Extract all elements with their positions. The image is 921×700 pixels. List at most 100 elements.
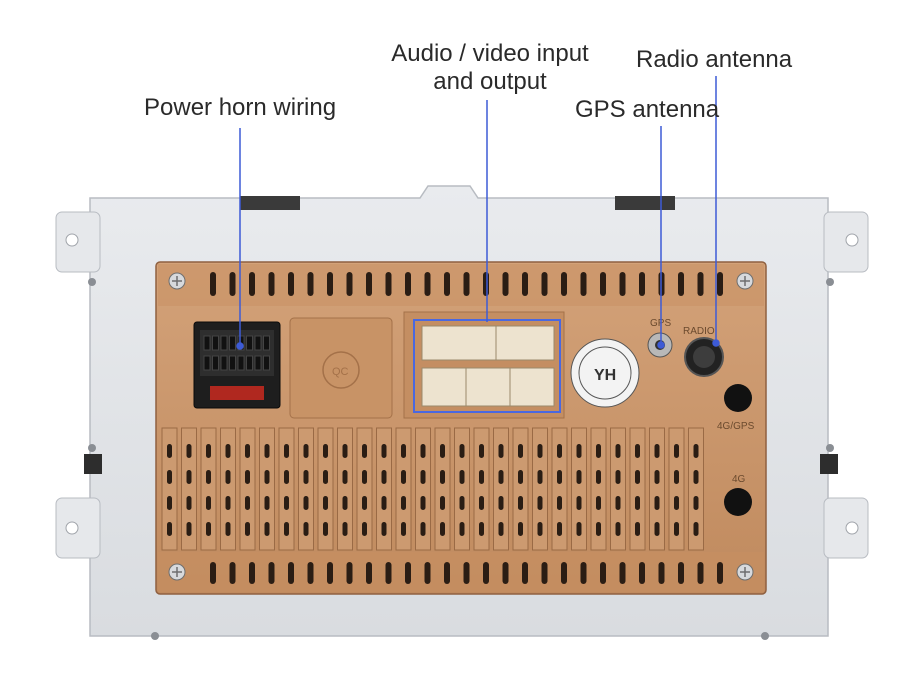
fin-slot — [537, 496, 543, 510]
fin-slot — [693, 496, 699, 510]
connector-pin — [263, 335, 270, 351]
vent-slot — [307, 562, 314, 584]
fin-slot — [537, 522, 543, 536]
vent-slot — [717, 272, 723, 296]
vent-slot — [580, 272, 587, 296]
heat-sink-fin — [415, 427, 431, 551]
fin-slot — [518, 522, 523, 536]
fin-slot — [284, 444, 289, 458]
fin-slot — [323, 522, 328, 536]
connector-pin — [237, 355, 245, 371]
fin-slot — [303, 444, 309, 458]
fin-slot — [186, 522, 192, 536]
fin-slot — [537, 470, 543, 484]
vent-slot — [541, 272, 548, 296]
heat-sink-fin — [454, 427, 470, 551]
vent-slot — [385, 562, 392, 584]
fin-slot — [596, 470, 601, 484]
connector-pin — [220, 335, 228, 351]
connector-pin — [203, 355, 211, 371]
fin-slot — [303, 470, 309, 484]
fin-slot — [284, 522, 289, 536]
heat-sink-fin — [649, 427, 665, 551]
connector-pin — [246, 355, 253, 371]
heat-sink-fin — [200, 427, 217, 551]
vent-slot — [229, 562, 236, 584]
fin-slot — [479, 522, 484, 536]
fin-slot — [167, 444, 172, 458]
fin-slot — [518, 496, 523, 510]
fin-slot — [420, 470, 426, 484]
fin-slot — [420, 496, 426, 510]
fin-slot — [654, 522, 660, 536]
fin-slot — [342, 496, 348, 510]
vent-slot — [405, 562, 411, 584]
fin-slot — [615, 496, 621, 510]
fin-slot — [245, 522, 250, 536]
fin-slot — [693, 470, 699, 484]
fin-slot — [206, 496, 211, 510]
fin-slot — [186, 470, 192, 484]
vent-slot — [366, 272, 372, 296]
fin-slot — [167, 522, 172, 536]
fin-slot — [440, 470, 445, 484]
av-connectors — [403, 311, 565, 419]
fin-slot — [381, 470, 387, 484]
fin-slot — [186, 444, 192, 458]
fin-slot — [576, 470, 582, 484]
fin-slot — [323, 444, 328, 458]
vent-slot — [678, 562, 684, 584]
heat-sink-fin — [493, 427, 509, 551]
vent-slot — [463, 562, 470, 584]
connector-pin — [254, 355, 262, 371]
connector-pin — [246, 335, 253, 351]
yh-badge — [570, 338, 640, 408]
vent-slot — [346, 272, 353, 296]
vent-slot — [639, 562, 645, 584]
connector-pin — [263, 355, 270, 371]
heat-sink-fin — [376, 427, 392, 551]
heat-sink-fin — [161, 427, 178, 551]
vent-slot — [522, 272, 528, 296]
vent-slot — [405, 272, 411, 296]
av-io-label-line2: and output — [433, 68, 547, 95]
vent-slot — [249, 272, 255, 296]
fin-slot — [459, 470, 465, 484]
fin-slot — [615, 444, 621, 458]
heat-sink-fin — [317, 427, 334, 551]
fin-slot — [459, 444, 465, 458]
fin-slot — [479, 444, 484, 458]
fin-slot — [284, 470, 289, 484]
connector-pin — [229, 355, 236, 371]
vent-slot — [268, 562, 275, 584]
vent-slot — [249, 562, 255, 584]
vent-slot — [502, 272, 509, 296]
fin-slot — [635, 496, 640, 510]
fin-slot — [557, 444, 562, 458]
fin-slot — [674, 496, 679, 510]
heat-sink-fin — [688, 427, 704, 551]
fin-slot — [245, 444, 250, 458]
radio-antenna-label: Radio antenna — [636, 46, 793, 73]
heat-sink-fin — [239, 427, 256, 551]
connector-pin — [254, 335, 262, 351]
vent-slot — [424, 272, 431, 296]
fin-slot — [225, 522, 231, 536]
vent-slot — [444, 562, 450, 584]
fin-slot — [635, 470, 640, 484]
vent-slot — [600, 562, 606, 584]
fin-slot — [225, 444, 231, 458]
vent-slots-top — [210, 272, 723, 296]
fin-slot — [498, 470, 504, 484]
av-io-label: Audio / video input and output — [380, 40, 600, 96]
radio-port-label: RADIO — [683, 326, 715, 337]
connector-pin — [212, 355, 219, 371]
vent-slot — [327, 562, 333, 584]
panel-screws — [168, 272, 754, 581]
power-horn-pointer-dot — [236, 342, 244, 350]
power-harness-connector — [193, 321, 281, 409]
vent-slot — [541, 562, 548, 584]
fin-slot — [323, 470, 328, 484]
fin-slot — [225, 496, 231, 510]
